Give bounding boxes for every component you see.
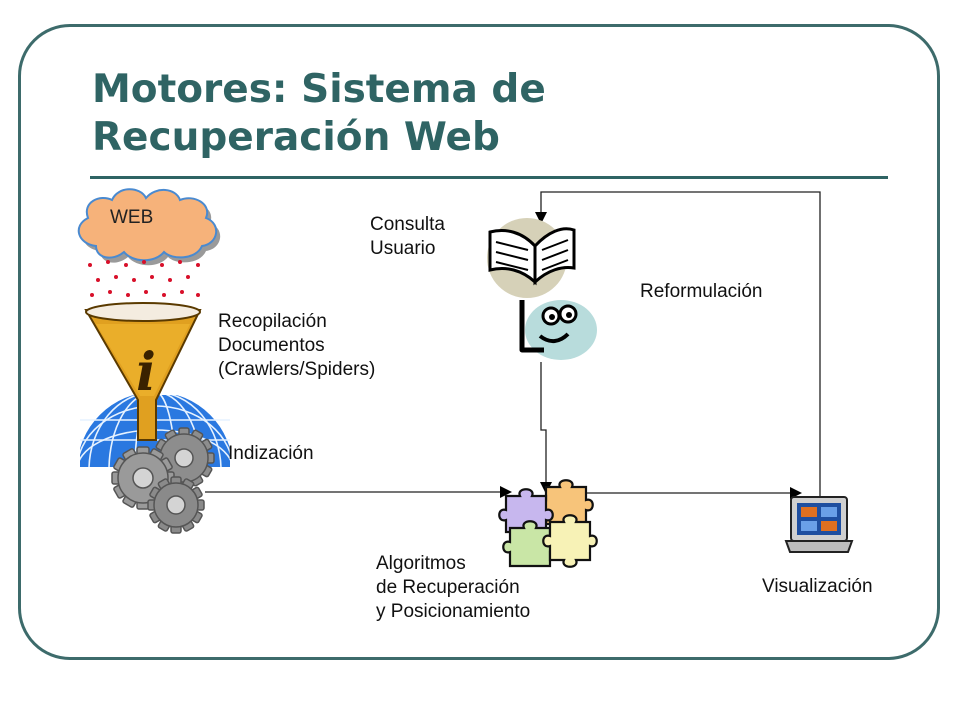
svg-text:i: i bbox=[136, 342, 156, 403]
gears-icon bbox=[111, 427, 215, 534]
page-title: Motores: Sistema de Recuperación Web bbox=[92, 67, 546, 160]
arrow-reformulation-loop bbox=[535, 191, 821, 496]
recopilacion-label: Recopilación Documentos (Crawlers/Spider… bbox=[218, 311, 376, 380]
arrow-user-to-algorithms bbox=[540, 362, 552, 494]
algoritmos-label: Algoritmos de Recuperación y Posicionami… bbox=[376, 553, 531, 622]
computer-icon bbox=[784, 496, 854, 553]
slide-frame bbox=[18, 24, 940, 660]
title-divider bbox=[90, 176, 888, 179]
indizacion-label: Indización bbox=[228, 443, 314, 464]
consulta-usuario-label: Consulta Usuario bbox=[370, 214, 445, 259]
cloud-icon bbox=[77, 188, 221, 266]
funnel-info-icon: i bbox=[84, 302, 202, 441]
visualizacion-label: Visualización bbox=[762, 576, 873, 597]
puzzle-icon bbox=[498, 479, 598, 568]
book-icon bbox=[487, 218, 576, 298]
web-label: WEB bbox=[110, 207, 154, 228]
user-face-icon bbox=[519, 300, 597, 360]
reformulacion-label: Reformulación bbox=[640, 281, 763, 302]
